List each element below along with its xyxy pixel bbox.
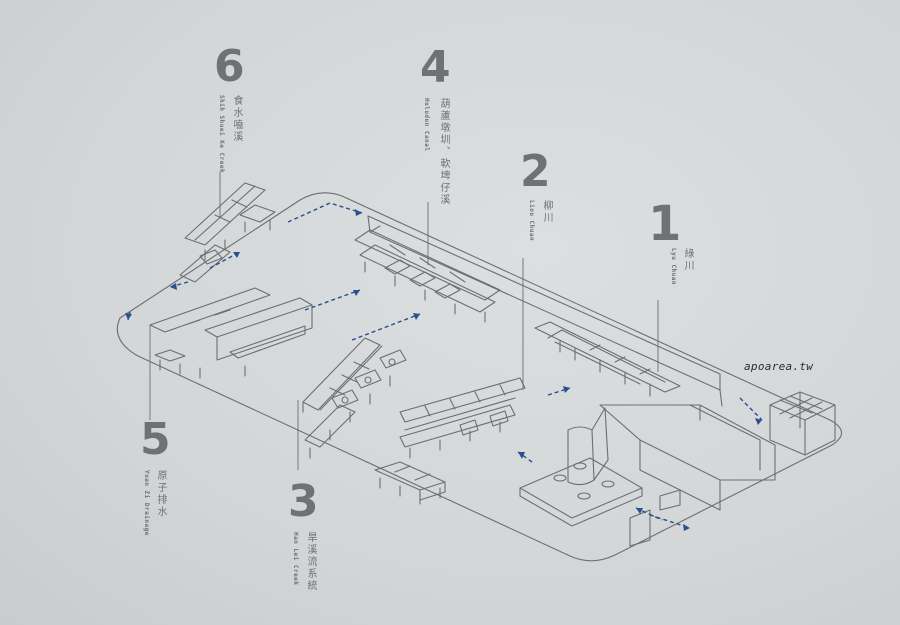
right-enclosure [599,404,776,481]
zone-3-tables [302,337,407,459]
zone-label-4-en: Huludun Canal [423,98,430,152]
flow-arrowheads [125,209,762,531]
watermark: apoarea.tw [744,360,814,373]
zone-label-2-en: Liou Chuan [528,200,535,242]
zone-label-3-zh: 旱溪流系統 [305,532,316,592]
seating-cluster [374,461,446,505]
platform-long [367,215,723,407]
zone-label-3-en: Han Lei Creek [292,532,299,586]
zone-4-tables [354,229,501,323]
floor-outline [116,192,843,562]
zone-label-6-zh: 食水嗑溪 [231,95,242,143]
zone-number-1: 1 [648,196,682,252]
zone-number-5: 5 [140,414,171,465]
zone-number-3: 3 [288,476,319,527]
small-box [629,509,651,547]
zone-number-2: 2 [520,146,551,197]
zone-label-5-en: Yuan Zi Drainage [143,470,150,536]
zone-6-tables [179,182,276,283]
central-pavilion [519,407,643,527]
zone-label-5-zh: 原子排水 [155,470,166,518]
grid-structure [769,391,836,456]
zone-2-tables [399,377,526,459]
visitor-flow [127,202,763,529]
zone-5-platforms [149,287,313,379]
zone-label-1-en: Lyu Chuan [670,248,677,286]
zone-label-6-en: Shih Shuei Ke Creek [218,95,225,174]
zone-number-6: 6 [214,41,245,92]
zone-label-2-zh: 柳川 [541,200,552,224]
zone-1-tables [534,321,681,397]
zone-label-4-zh: 葫蘆墩圳、軟埤仔溪 [438,98,449,206]
zone-label-1-zh: 綠川 [682,248,693,272]
zone-number-4: 4 [420,42,451,93]
